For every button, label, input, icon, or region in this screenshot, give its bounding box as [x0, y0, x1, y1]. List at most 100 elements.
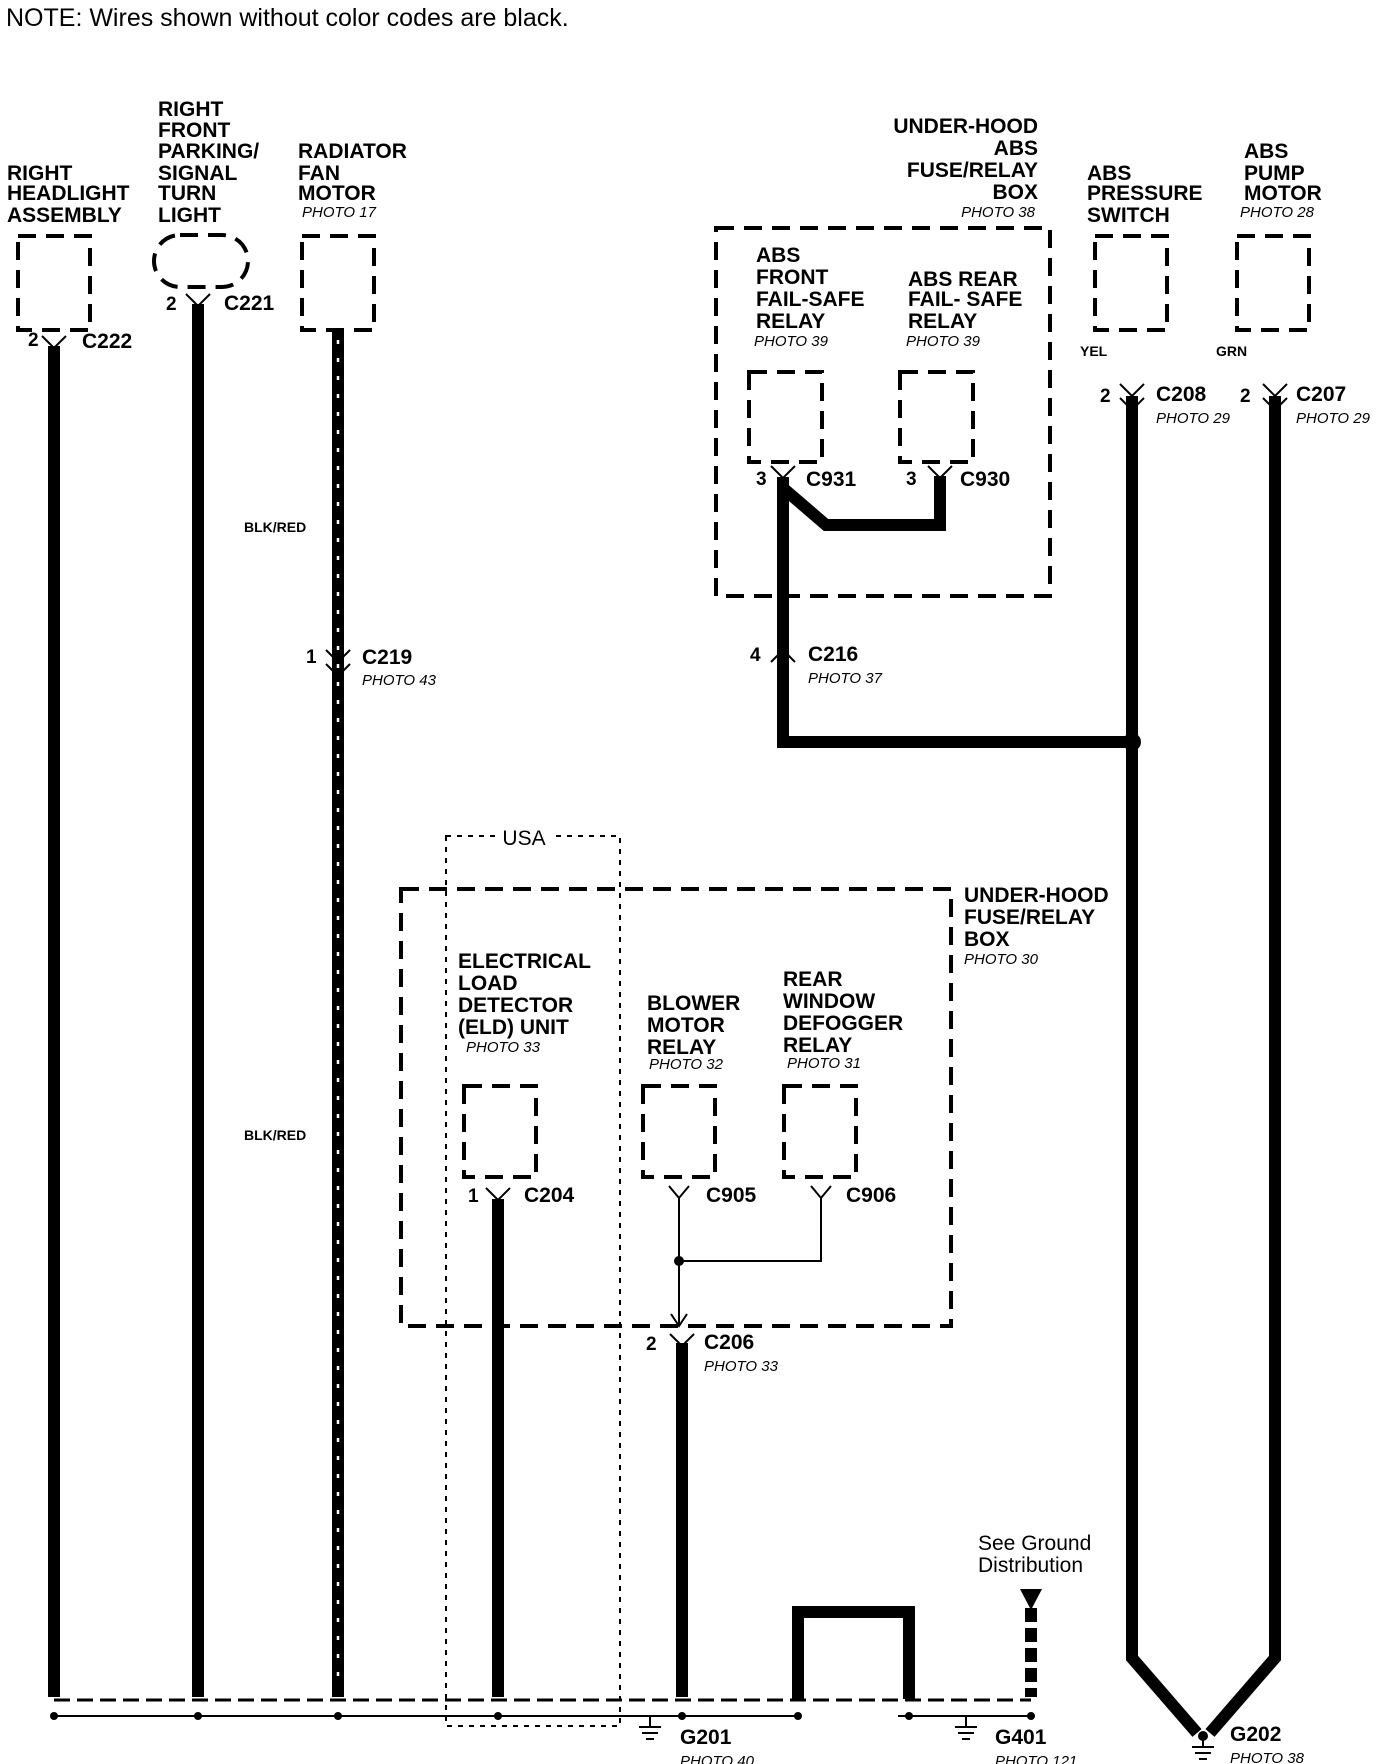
svg-text:RIGHT: RIGHT [7, 162, 73, 185]
svg-text:PHOTO 29: PHOTO 29 [1296, 410, 1371, 427]
uh-box-label: UNDER-HOOD FUSE/RELAY BOX PHOTO 30 [964, 884, 1109, 968]
svg-text:ELECTRICAL: ELECTRICAL [458, 950, 591, 973]
svg-text:RELAY: RELAY [756, 310, 825, 333]
svg-text:MOTOR: MOTOR [298, 182, 376, 205]
svg-text:2: 2 [166, 294, 177, 315]
usa-region [445, 835, 621, 1727]
svg-text:1: 1 [468, 1186, 479, 1207]
svg-text:HEADLIGHT: HEADLIGHT [7, 182, 130, 205]
svg-text:Distribution: Distribution [978, 1554, 1083, 1577]
svg-text:ABS: ABS [994, 137, 1038, 160]
wire-color-label-lower: BLK/RED [244, 1127, 306, 1143]
wire-c216-to-splice [777, 477, 1132, 748]
connector-c208: 2 C208 PHOTO 29 [1100, 383, 1231, 427]
abs-box-label: UNDER-HOOD ABS FUSE/RELAY BOX PHOTO 38 [893, 115, 1038, 221]
svg-text:DETECTOR: DETECTOR [458, 994, 573, 1017]
defogger-relay-label: REAR WINDOW DEFOGGER RELAY PHOTO 31 [783, 968, 903, 1072]
abs-rear-relay-component [898, 370, 975, 464]
svg-text:BOX: BOX [964, 928, 1010, 951]
svg-text:G201: G201 [680, 1726, 732, 1749]
abs-front-relay-component [747, 370, 824, 464]
parking-light-label: RIGHT FRONT PARKING/ SIGNAL TURN LIGHT [158, 98, 259, 227]
svg-text:LOAD: LOAD [458, 972, 518, 995]
svg-text:MOTOR: MOTOR [1244, 182, 1322, 205]
svg-text:ABS REAR: ABS REAR [908, 268, 1018, 291]
svg-text:PHOTO 43: PHOTO 43 [362, 672, 437, 689]
svg-text:C906: C906 [846, 1184, 896, 1207]
connector-c931: 3 C931 [756, 465, 857, 491]
svg-text:PHOTO 28: PHOTO 28 [1240, 204, 1315, 221]
defogger-relay-component [782, 1084, 858, 1179]
connector-c206: 2 C206 PHOTO 33 [646, 1313, 779, 1375]
svg-text:PHOTO 39: PHOTO 39 [754, 333, 829, 350]
svg-text:G202: G202 [1230, 1723, 1281, 1746]
wire-blower-defogger [678, 1197, 822, 1325]
svg-text:MOTOR: MOTOR [647, 1014, 725, 1037]
svg-text:SWITCH: SWITCH [1087, 204, 1170, 227]
svg-text:PHOTO 29: PHOTO 29 [1156, 410, 1231, 427]
svg-text:RELAY: RELAY [647, 1036, 716, 1059]
svg-text:RADIATOR: RADIATOR [298, 140, 407, 163]
svg-text:PHOTO 37: PHOTO 37 [808, 670, 883, 687]
abs-rear-relay-label: ABS REAR FAIL- SAFE RELAY PHOTO 39 [906, 268, 1022, 350]
svg-text:REAR: REAR [783, 968, 843, 991]
svg-text:C222: C222 [82, 330, 132, 353]
svg-text:C219: C219 [362, 646, 412, 669]
headlight-label: RIGHT HEADLIGHT ASSEMBLY [7, 162, 130, 227]
wire-color-label-grn: GRN [1216, 343, 1247, 359]
svg-text:PRESSURE: PRESSURE [1087, 182, 1203, 205]
svg-text:See Ground: See Ground [978, 1532, 1091, 1555]
blower-relay-label: BLOWER MOTOR RELAY PHOTO 32 [647, 992, 740, 1073]
svg-text:LIGHT: LIGHT [158, 204, 221, 227]
svg-text:ABS: ABS [1244, 140, 1288, 163]
svg-text:PHOTO 30: PHOTO 30 [964, 951, 1039, 968]
svg-text:ABS: ABS [756, 244, 800, 267]
abs-fuse-relay-box [714, 226, 1052, 598]
svg-text:C221: C221 [224, 292, 275, 315]
abs-pump-motor-label: ABS PUMP MOTOR PHOTO 28 [1240, 140, 1322, 221]
under-hood-fuse-relay-box [399, 887, 953, 1328]
abs-pump-motor-component [1235, 234, 1311, 332]
wire-c931-c930 [779, 476, 946, 531]
eld-label: ELECTRICAL LOAD DETECTOR (ELD) UNIT PHOT… [458, 950, 591, 1056]
svg-text:DEFOGGER: DEFOGGER [783, 1012, 903, 1035]
ground-distribution-wire [1020, 1589, 1042, 1697]
svg-text:PHOTO 31: PHOTO 31 [787, 1055, 861, 1072]
svg-text:WINDOW: WINDOW [783, 990, 875, 1013]
note-text: NOTE: Wires shown without color codes ar… [6, 4, 569, 32]
svg-text:TURN: TURN [158, 182, 216, 205]
svg-text:4: 4 [750, 645, 761, 666]
svg-text:ABS: ABS [1087, 162, 1131, 185]
eld-component [462, 1084, 538, 1179]
svg-text:PHOTO 17: PHOTO 17 [302, 204, 377, 221]
wire-abs-pump-motor [1205, 396, 1281, 1737]
svg-text:C208: C208 [1156, 383, 1207, 406]
wire-color-label-yel: YEL [1080, 343, 1108, 359]
svg-text:(ELD) UNIT: (ELD) UNIT [458, 1016, 569, 1039]
ground-g201: G201 PHOTO 40 [639, 1716, 755, 1764]
svg-text:PHOTO 39: PHOTO 39 [906, 333, 981, 350]
blower-relay-component [641, 1084, 717, 1179]
fan-motor-component [300, 234, 376, 332]
svg-text:PHOTO 38: PHOTO 38 [961, 204, 1036, 221]
connector-c906: C906 [810, 1184, 896, 1207]
svg-text:2: 2 [1240, 386, 1251, 407]
wire-abs-pressure-switch [1126, 396, 1202, 1737]
svg-text:RELAY: RELAY [908, 310, 977, 333]
fan-motor-label: RADIATOR FAN MOTOR PHOTO 17 [298, 140, 407, 221]
ground-g202: G202 PHOTO 38 [1192, 1723, 1305, 1764]
svg-text:PHOTO 38: PHOTO 38 [1230, 1750, 1305, 1764]
connector-c222: 2 C222 [28, 330, 132, 353]
connector-c207: 2 C207 PHOTO 29 [1240, 383, 1371, 427]
svg-text:2: 2 [1100, 386, 1111, 407]
svg-text:BOX: BOX [992, 181, 1038, 204]
svg-text:FAN: FAN [298, 162, 340, 185]
connector-c204: 1 C204 [468, 1184, 575, 1207]
svg-text:BLOWER: BLOWER [647, 992, 740, 1015]
svg-text:FRONT: FRONT [756, 266, 828, 289]
abs-front-relay-label: ABS FRONT FAIL-SAFE RELAY PHOTO 39 [754, 244, 865, 350]
ground-g401: G401 PHOTO 121 [955, 1716, 1077, 1764]
connector-c216: 4 C216 PHOTO 37 [750, 643, 883, 687]
svg-text:G401: G401 [995, 1726, 1047, 1749]
